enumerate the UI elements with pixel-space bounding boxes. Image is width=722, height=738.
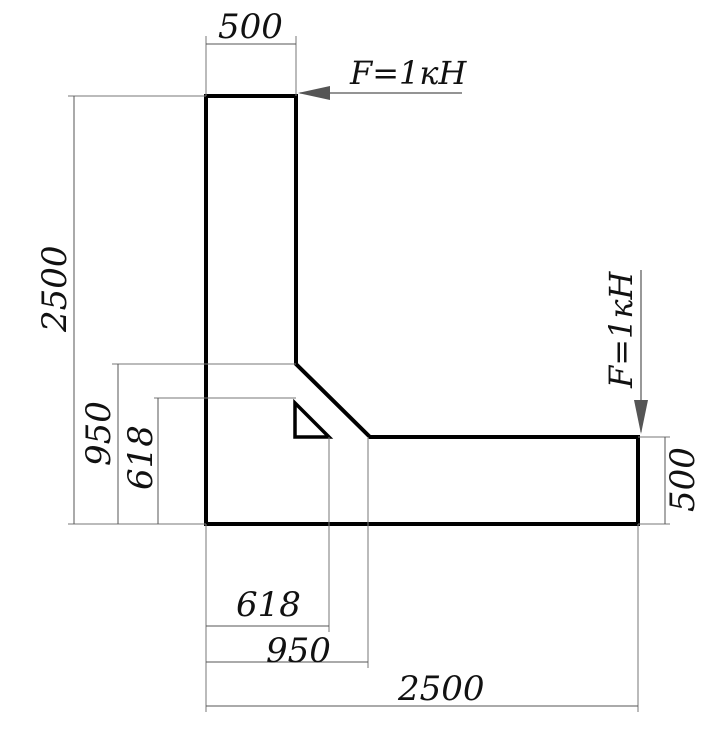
dim-bottom-618: 618 — [236, 585, 301, 625]
dim-left-2500: 2500 — [35, 245, 75, 333]
force-right-arrow-icon — [634, 400, 648, 434]
dim-left-950: 950 — [79, 401, 119, 466]
dim-bottom-950: 950 — [266, 631, 331, 671]
force-top-arrow-icon — [298, 86, 330, 100]
dim-left-618: 618 — [121, 425, 161, 490]
part-outline — [204, 94, 640, 526]
triangle-cutout — [293, 398, 334, 439]
force-right-label: F=1кН — [602, 271, 640, 389]
dim-bottom-2500: 2500 — [397, 669, 485, 709]
dim-top-500: 500 — [218, 7, 283, 47]
dim-right-500: 500 — [663, 447, 703, 512]
force-top-label: F=1кН — [349, 54, 467, 92]
